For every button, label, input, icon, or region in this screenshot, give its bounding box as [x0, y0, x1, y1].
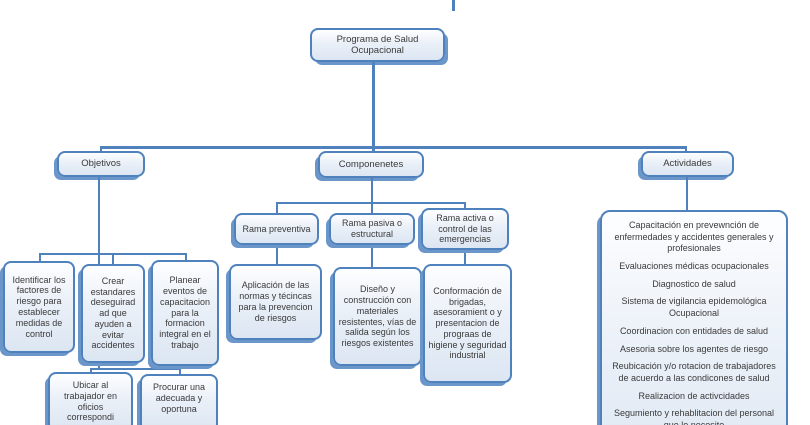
- activity-item: Realizacion de activcidades: [638, 390, 750, 401]
- connector-rama3-child: [464, 250, 466, 265]
- node-label: Objetivos: [81, 158, 121, 170]
- node-diseno-construccion: Diseño y construcción con materiales res…: [333, 267, 422, 366]
- node-componenetes: Componenetes: [318, 151, 424, 178]
- node-label: Crear estandares deseguirad ad que ayude…: [90, 275, 136, 351]
- node-label: Programa de Salud Ocupacional: [336, 33, 419, 56]
- connector-drop-obj-child1: [39, 253, 41, 263]
- node-label: Rama pasiva o estructural: [341, 218, 403, 239]
- node-crear-estandares: Crear estandares deseguirad ad que ayude…: [81, 264, 145, 363]
- activity-item: Coordinacion con entidades de salud: [619, 325, 769, 336]
- connector-drop-obj-child5: [179, 368, 181, 376]
- node-procurar-adecuada: Procurar una adecuada y oportuna: [140, 374, 218, 425]
- activity-item: Capacitación en prevewnción de enfermeda…: [614, 220, 774, 254]
- connector-componenetes-spine: [371, 178, 373, 204]
- connector-main-horizontal: [100, 146, 687, 149]
- activity-item: Evaluaciones médicas ocupacionales: [619, 261, 769, 272]
- cut-connector-top: [452, 0, 455, 11]
- node-objetivos: Objetivos: [57, 151, 145, 177]
- activity-item: Segumiento y rehablitacion del personal …: [613, 408, 775, 425]
- node-ubicar-trabajador: Ubicar al trabajador en oficios correspo…: [48, 372, 133, 425]
- node-identificar-factores: Identificar los factores de riesgo para …: [3, 261, 75, 353]
- node-label: Procurar una adecuada y oportuna: [152, 382, 206, 414]
- activity-item: Reubicación y/o rotacion de trabajadores…: [612, 361, 776, 383]
- node-programa-salud-ocupacional: Programa de Salud Ocupacional: [310, 28, 445, 62]
- connector-drop-rama2: [371, 202, 373, 214]
- node-actividades: Actividades: [641, 151, 734, 177]
- node-label: Rama preventiva: [242, 223, 311, 234]
- node-rama-activa: Rama activa o control de las emergencias: [421, 208, 509, 250]
- connector-rama1-child: [276, 245, 278, 265]
- node-aplicacion-normas: Aplicación de las normas y técincas para…: [229, 264, 322, 340]
- node-label: Rama activa o control de las emergencias: [436, 212, 494, 245]
- node-rama-pasiva: Rama pasiva o estructural: [329, 213, 415, 245]
- connector-drop-componenetes: [372, 146, 375, 154]
- connector-objetivos-spine: [98, 177, 100, 255]
- node-label: Planear eventos de capacitacion para la …: [159, 275, 211, 350]
- connector-drop-actividades: [685, 146, 687, 154]
- node-label: Identificar los factores de riesgo para …: [12, 274, 66, 339]
- node-label: Conformación de brigadas, asesoramient o…: [428, 285, 507, 361]
- connector-drop-obj-child4: [90, 368, 92, 374]
- connector-drop-objetivos: [100, 146, 102, 154]
- connector-objetivos-horizontal2: [90, 368, 180, 370]
- activity-item: Diagnostico de salud: [652, 278, 736, 289]
- activity-item: Sistema de vigilancia epidemológica Ocup…: [621, 296, 767, 319]
- node-label: Diseño y construcción con materiales res…: [338, 284, 417, 349]
- connector-actividades-spine: [686, 177, 688, 211]
- connector-drop-rama3: [464, 202, 466, 209]
- node-conformacion-brigadas: Conformación de brigadas, asesoramient o…: [423, 264, 512, 383]
- node-rama-preventiva: Rama preventiva: [234, 213, 319, 245]
- connector-drop-rama1: [276, 202, 278, 214]
- connector-root-vertical: [372, 62, 375, 146]
- activity-item: Asesoria sobre los agentes de riesgo: [619, 343, 769, 354]
- panel-actividades: Capacitación en prevewnción de enfermeda…: [600, 210, 788, 425]
- node-planear-eventos: Planear eventos de capacitacion para la …: [151, 260, 219, 366]
- connector-drop-obj-child2: [112, 253, 114, 266]
- node-label: Actividades: [663, 158, 712, 170]
- connector-rama2-child: [371, 245, 373, 268]
- node-label: Ubicar al trabajador en oficios correspo…: [63, 380, 118, 423]
- node-label: Componenetes: [338, 158, 404, 170]
- connector-drop-obj-child3: [185, 253, 187, 262]
- node-label: Aplicación de las normas y técincas para…: [238, 280, 313, 323]
